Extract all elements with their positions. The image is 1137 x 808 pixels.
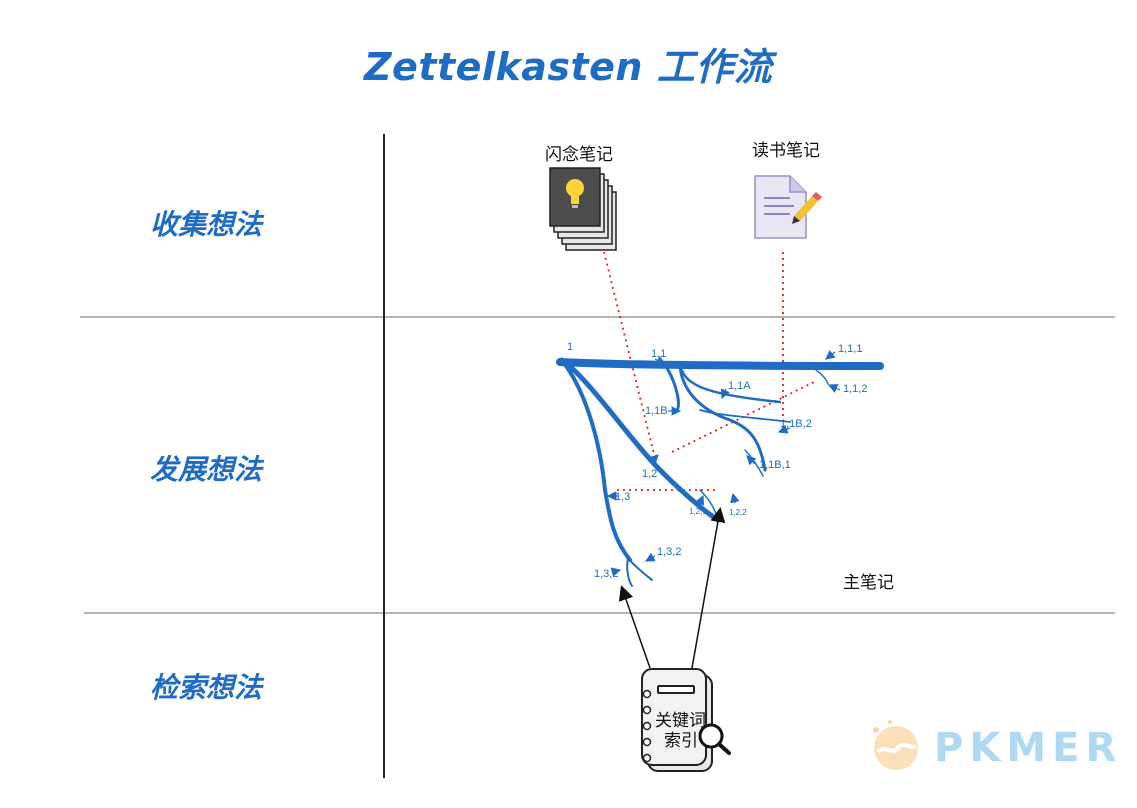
pkmer-wordmark: PKMER	[934, 725, 1123, 771]
row-label-collect: 收集想法	[150, 208, 263, 241]
caption-main-notes: 主笔记	[843, 573, 894, 593]
index-card-line2: 索引	[664, 731, 698, 751]
node-labels: 1 1,1 1,1,1 1,1,2 1,1A 1,1B 1,1B,2 1,1B,…	[567, 341, 867, 580]
index-card-line1: 关键词	[655, 711, 706, 731]
node-label-1: 1	[567, 341, 573, 353]
node-label-1-1B-1: 1,1B,1	[759, 459, 791, 471]
index-links	[618, 507, 726, 669]
row-label-develop: 发展想法	[150, 453, 263, 486]
node-label-1-1-1: 1,1,1	[838, 343, 862, 355]
row-divider-top	[80, 316, 1115, 318]
node-label-1-2-1: 1,2,1	[689, 507, 707, 516]
page-title: Zettelkasten 工作流	[364, 45, 773, 89]
node-label-1-3-2-b: 1,3,2	[594, 568, 618, 580]
pkmer-watermark: PKMER	[868, 718, 1122, 778]
node-pointers	[606, 350, 841, 577]
node-label-1-1B-2: 1,1B,2	[780, 418, 812, 430]
reference-links	[603, 251, 815, 491]
node-label-1-1-2: 1,1,2	[843, 383, 867, 395]
caption-fleeting-notes: 闪念笔记	[545, 145, 613, 165]
node-label-1-1B: 1,1B	[645, 405, 668, 417]
node-label-1-1A: 1,1A	[728, 380, 751, 392]
node-label-1-2: 1,2	[642, 468, 657, 480]
node-label-1-3: 1,3	[615, 491, 630, 503]
fleeting-notes-icon	[549, 167, 617, 251]
column-divider	[383, 134, 385, 778]
node-label-1-3-2: 1,3,2	[657, 546, 681, 558]
reading-notes-icon	[754, 175, 822, 239]
keyword-index-icon: 关键词 索引	[641, 668, 731, 772]
note-tree	[556, 357, 884, 587]
caption-reading-notes: 读书笔记	[752, 141, 820, 161]
pkmer-logo-icon	[873, 720, 918, 770]
node-label-1-1: 1,1	[651, 348, 666, 360]
node-label-1-2-2: 1,2,2	[729, 508, 747, 517]
row-divider-bottom	[84, 612, 1115, 614]
row-label-retrieve: 检索想法	[150, 671, 263, 704]
